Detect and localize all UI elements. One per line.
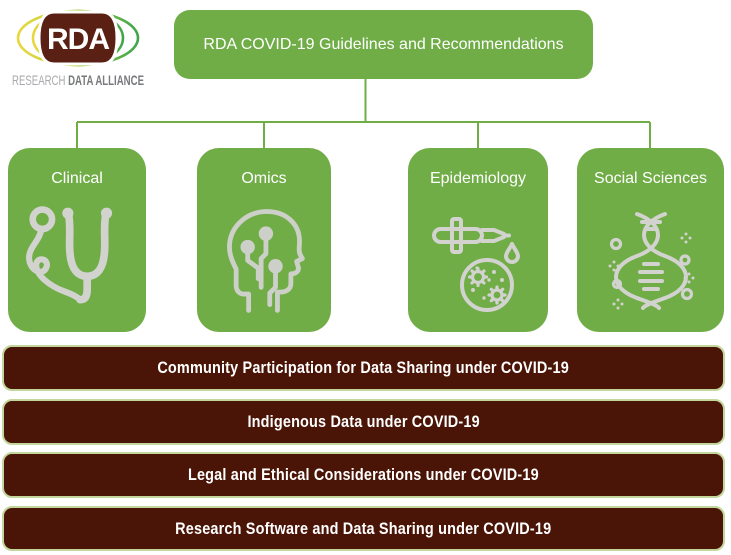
header-title: RDA COVID-19 Guidelines and Recommendati…	[203, 35, 564, 53]
stethoscope-icon	[26, 206, 113, 304]
rda-logo: RDA RESEARCH DATA ALLIANCE	[12, 9, 144, 88]
category-label: Social Sciences	[594, 170, 707, 187]
topic-bar-legal-ethical: Legal and Ethical Considerations under C…	[2, 452, 725, 498]
category-label: Omics	[241, 170, 287, 187]
category-card-clinical: Clinical	[8, 148, 146, 332]
topic-bar-label: Research Software and Data Sharing under…	[175, 518, 552, 538]
rda-wordmark: RESEARCH DATA ALLIANCE	[12, 72, 144, 88]
dropper-petri-dish-icon	[432, 217, 520, 312]
rda-badge	[37, 10, 119, 66]
rda-acronym: RDA	[47, 23, 109, 56]
category-card-epidemiology: Epidemiology	[408, 148, 548, 332]
topic-bar-label: Community Participation for Data Sharing…	[157, 358, 570, 377]
category-card-social-sciences: Social Sciences	[577, 148, 724, 332]
category-label: Clinical	[51, 170, 103, 187]
topic-bar-label: Legal and Ethical Considerations under C…	[188, 465, 539, 484]
category-label: Epidemiology	[429, 170, 527, 187]
topic-bar-label: Indigenous Data under COVID-19	[247, 412, 480, 431]
topic-bar-community-participation: Community Participation for Data Sharing…	[2, 345, 725, 391]
head-circuit-icon	[227, 209, 305, 313]
header-title-box: RDA COVID-19 Guidelines and Recommendati…	[174, 10, 593, 79]
topic-bar-indigenous-data: Indigenous Data under COVID-19	[2, 399, 725, 445]
topic-bar-research-software: Research Software and Data Sharing under…	[2, 506, 725, 551]
dna-helix-icon	[608, 212, 694, 310]
category-card-omics: Omics	[197, 148, 331, 332]
